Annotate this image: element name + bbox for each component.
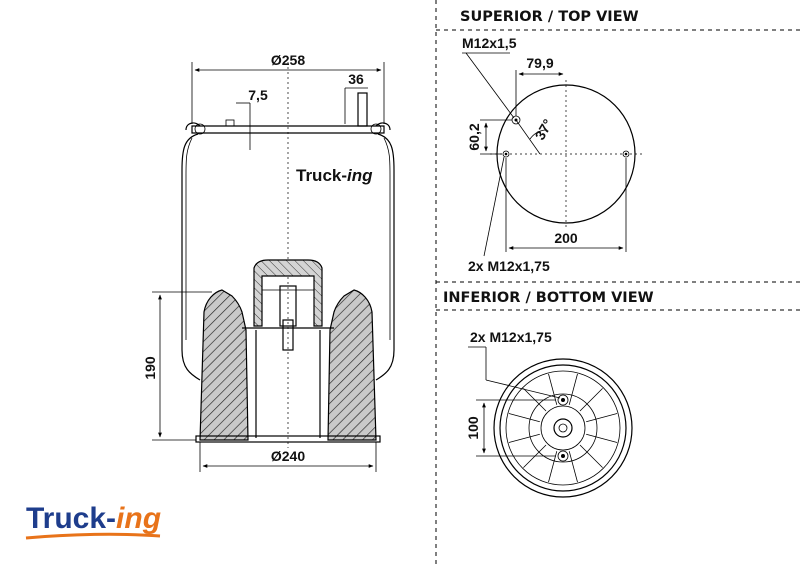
piston-rib	[568, 373, 578, 405]
piston-rib	[586, 413, 618, 423]
piston-rib	[568, 451, 578, 483]
dim-bottom-holes: 2x M12x1,75	[470, 329, 552, 345]
svg-text:Truck-ing: Truck-ing	[26, 502, 161, 535]
dim-height: 190	[142, 356, 158, 380]
logo-text-accent: ing	[116, 502, 161, 535]
logo-text-main: Truck-	[26, 502, 116, 535]
dim-hole-spacing: 200	[554, 230, 578, 246]
dim-stud-offset: 36	[348, 71, 364, 87]
piston-rib	[579, 444, 603, 468]
dim-top-thread: M12x1,5	[462, 35, 517, 51]
dim-bead-offset: 7,5	[248, 87, 268, 103]
dim-x-offset: 79,9	[526, 55, 553, 71]
dim-bottom-diameter: Ø240	[271, 448, 305, 464]
dim-bottom-spacing: 100	[465, 416, 481, 440]
dim-top-holes: 2x M12x1,75	[468, 258, 550, 274]
top-view: SUPERIOR / TOP VIEW 37° M12x1,5 79,9 60,…	[460, 9, 642, 274]
piston-rib	[508, 413, 540, 423]
bottom-view: INFERIOR / BOTTOM VIEW 2x M12x1,75 100	[443, 290, 654, 498]
dim-y-offset: 60,2	[466, 123, 482, 150]
dim-top-diameter: Ø258	[271, 52, 305, 68]
bottom-piston-face	[493, 358, 633, 498]
piston-section-right	[327, 289, 377, 441]
center-cup	[253, 259, 323, 327]
side-view: Ø258 36 7,5 190 Ø240 Truck-ing	[142, 52, 395, 472]
piston-rib	[508, 433, 540, 443]
view-separators	[435, 0, 800, 565]
piston-rib	[579, 388, 603, 412]
header-bottom-view: INFERIOR / BOTTOM VIEW	[443, 290, 654, 306]
watermark-logo: Truck-ing	[296, 166, 373, 185]
piston-section-left	[199, 289, 249, 441]
brand-logo: Truck-ing	[25, 502, 161, 540]
piston-rib	[586, 433, 618, 443]
header-top-view: SUPERIOR / TOP VIEW	[460, 9, 639, 25]
dim-angle: 37°	[531, 116, 555, 142]
